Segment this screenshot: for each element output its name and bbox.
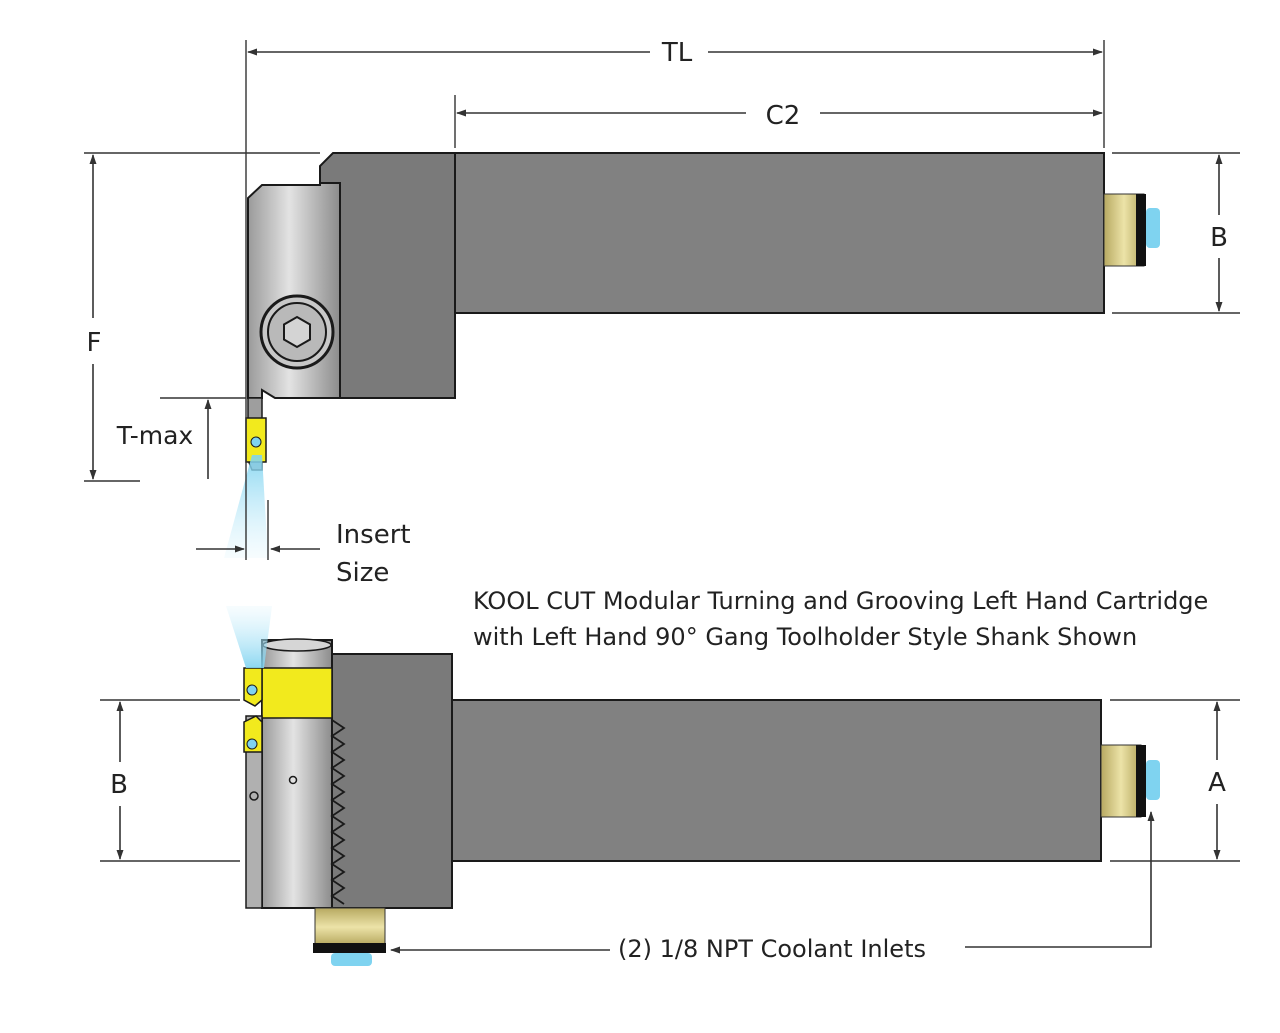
top-view — [224, 152, 1160, 558]
coolant-spray-bottom — [226, 606, 272, 668]
bottom-dimensions: B A (2) 1/8 NPT Coolant Inlets — [100, 699, 1240, 963]
dim-c2-label: C2 — [766, 101, 801, 131]
top-dimensions: TL C2 B F T-max Insert Size — [84, 38, 1240, 588]
bottom-view — [226, 606, 1160, 966]
insert-clamp-band — [261, 667, 333, 719]
dim-insert-size-label-1: Insert — [336, 520, 411, 550]
dim-f-label: F — [87, 328, 102, 358]
coolant-jet-icon — [1146, 208, 1160, 248]
caption-line-1: KOOL CUT Modular Turning and Grooving Le… — [473, 587, 1208, 615]
shank-body-top — [454, 152, 1105, 314]
head-block-bottom — [331, 653, 453, 909]
serration-edge — [330, 719, 346, 905]
shank-body-bottom — [451, 699, 1102, 862]
dim-b-top-label: B — [1210, 223, 1228, 253]
blade-bottom — [245, 715, 263, 909]
dim-insert-size-label-2: Size — [336, 558, 389, 588]
coolant-jet-side-icon — [1146, 760, 1160, 800]
dim-b-bottom-label: B — [110, 770, 128, 800]
coolant-fitting-bottom — [314, 907, 386, 947]
hex-socket-icon — [283, 315, 311, 349]
caption-line-2: with Left Hand 90° Gang Toolholder Style… — [473, 623, 1137, 651]
coolant-fitting-side — [1100, 744, 1142, 818]
dim-tl-label: TL — [661, 38, 693, 68]
coolant-jet-bottom-icon — [331, 953, 372, 966]
dim-tmax-label: T-max — [116, 421, 193, 450]
dim-a-label: A — [1208, 768, 1226, 798]
coolant-inlets-label: (2) 1/8 NPT Coolant Inlets — [618, 935, 926, 963]
